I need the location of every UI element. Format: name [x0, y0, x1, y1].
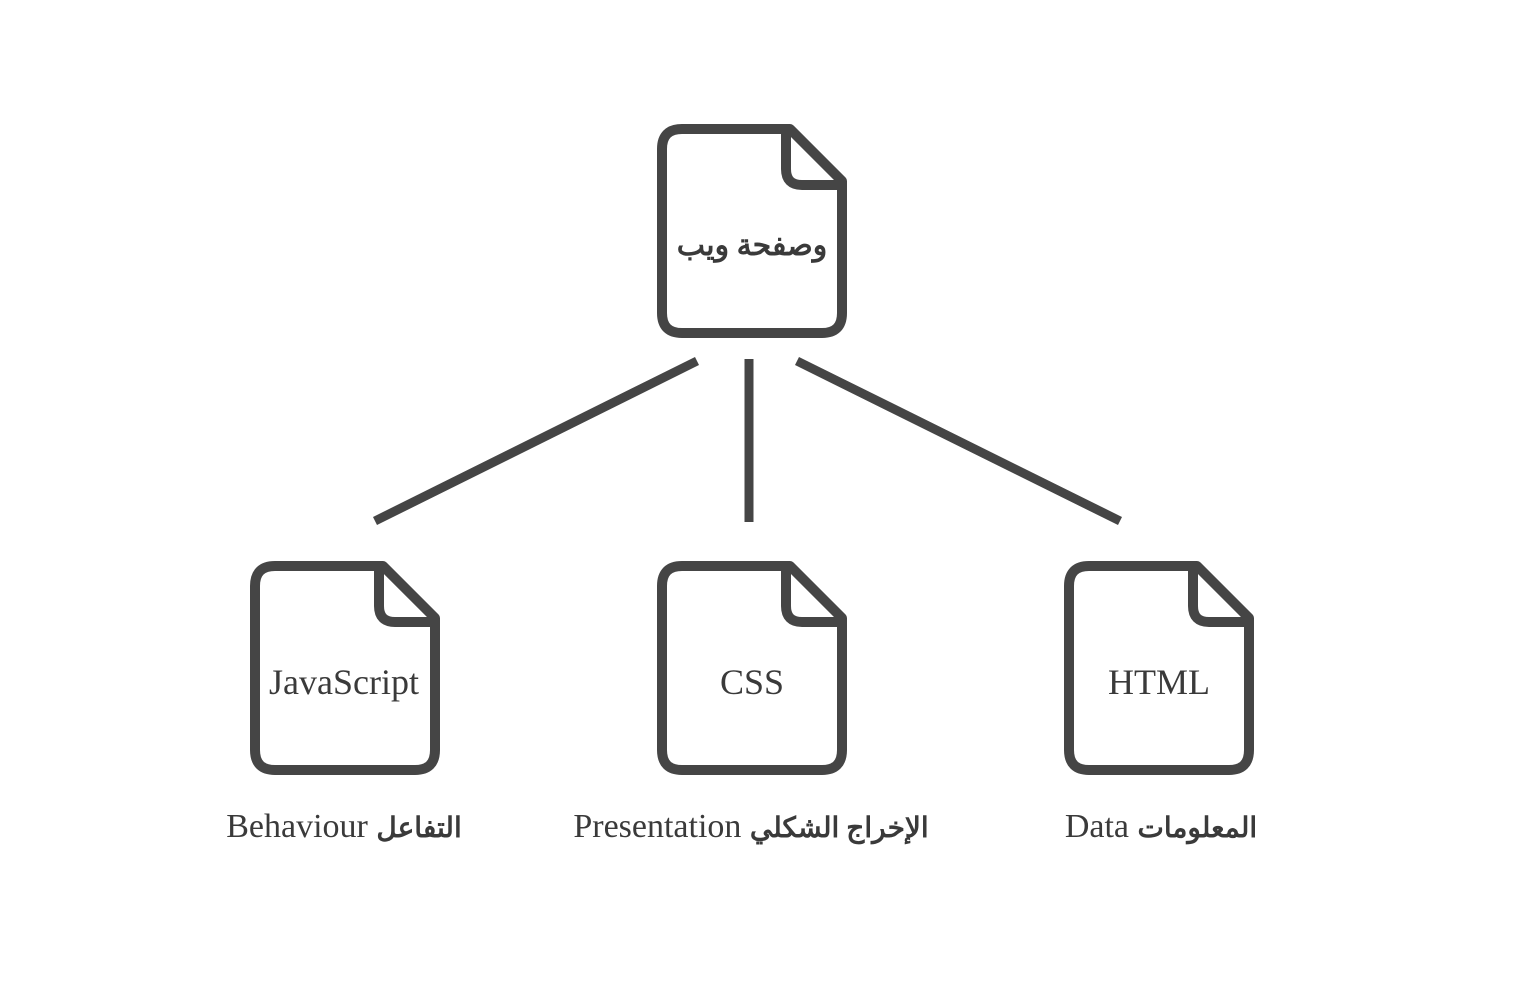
css-node-label: CSS [719, 662, 785, 702]
file-icon [250, 561, 440, 775]
html-caption-english: Data [1064, 808, 1130, 845]
html-caption-arabic: المعلومات [1137, 813, 1258, 844]
html-caption: المعلومات Data [951, 808, 1371, 846]
css-caption-arabic: الإخراج الشكلي [749, 813, 929, 844]
file-icon [657, 561, 847, 775]
connector-line-javascript [372, 356, 700, 526]
html-node-label: HTML [1108, 662, 1210, 702]
css-caption-english: Presentation [573, 808, 742, 845]
root-node-label: وصفحة ويب [676, 229, 828, 262]
javascript-caption-arabic: التفاعل [376, 813, 462, 844]
connector-line-html [795, 356, 1122, 526]
javascript-node-label: JavaScript [269, 662, 419, 702]
file-icon [657, 124, 847, 338]
javascript-caption-english: Behaviour [226, 808, 368, 845]
css-caption: الإخراج الشكلي Presentation [541, 808, 961, 846]
javascript-caption: التفاعل Behaviour [134, 808, 554, 846]
file-icon [1064, 561, 1254, 775]
